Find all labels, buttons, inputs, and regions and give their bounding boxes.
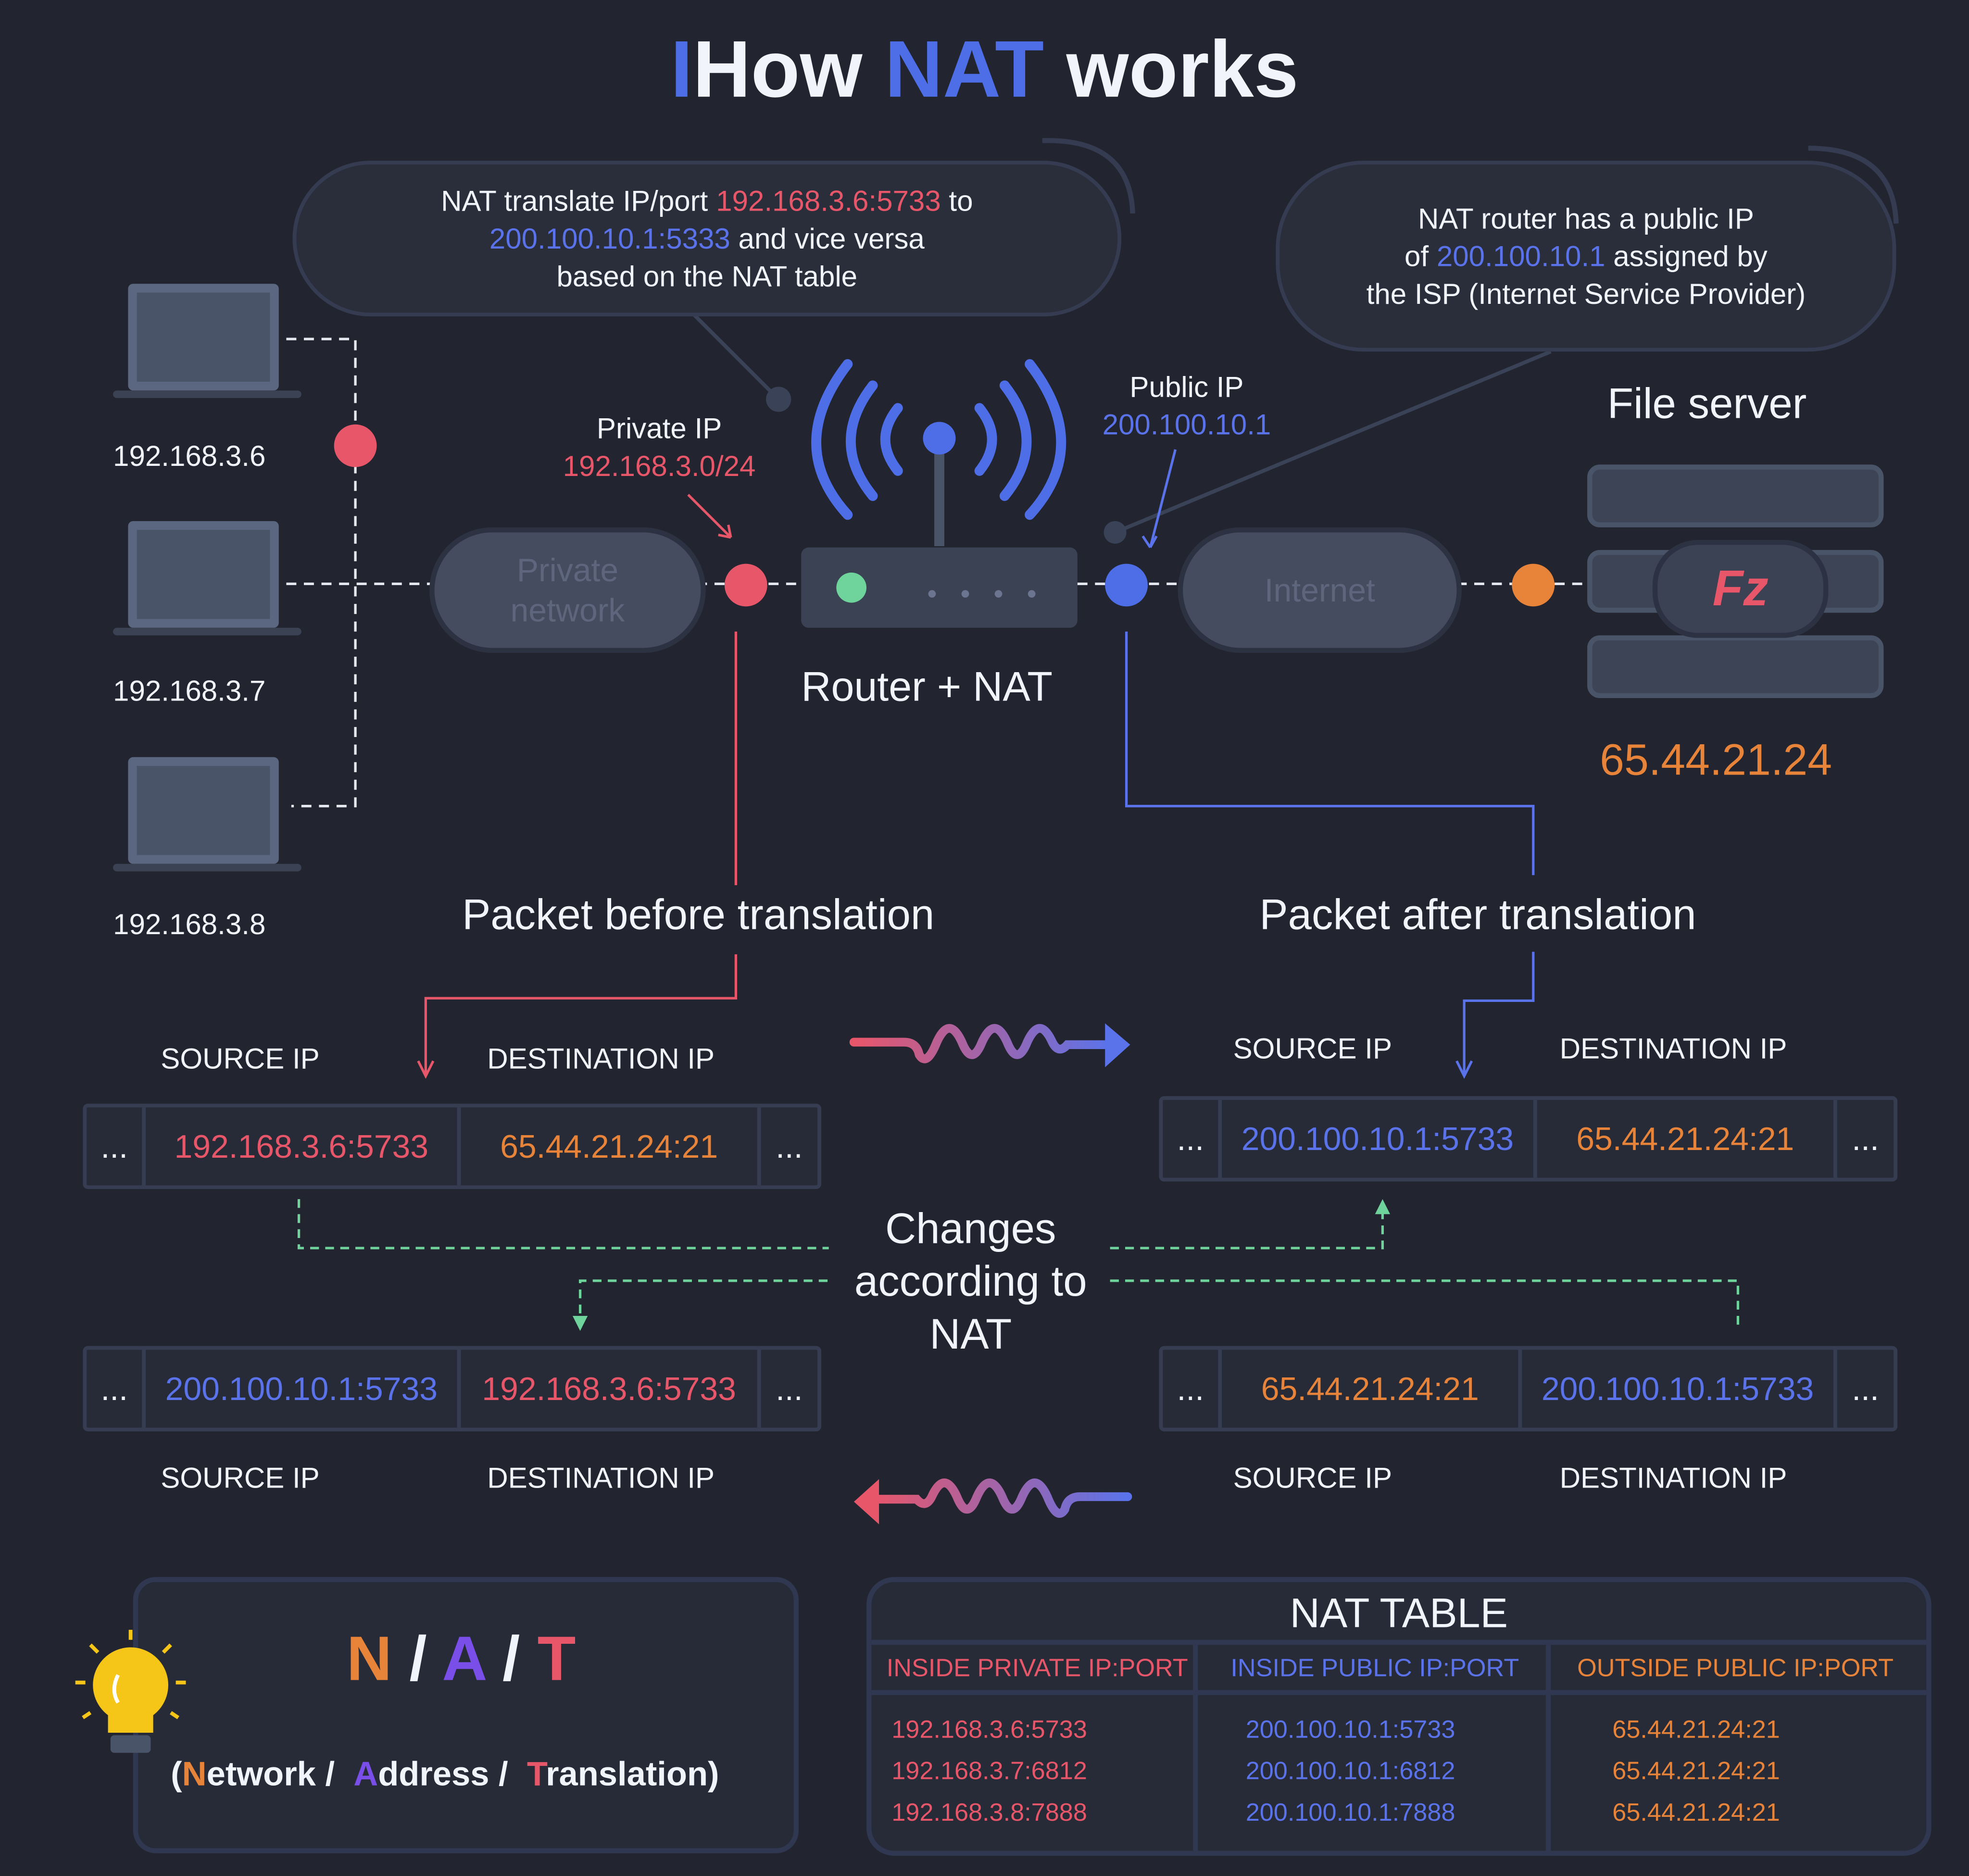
router-label: Router + NAT [801,663,1053,710]
public-ip-callout: NAT router has a public IP of 200.100.10… [1276,161,1896,352]
filezilla-logo: Fz [1652,539,1829,638]
nat-acronym-expansion: (Network / Address / Translation) [171,1755,719,1793]
inside-private-column: 192.168.3.6:5733 192.168.3.7:6812 192.168.… [891,1710,1087,1835]
column-header-inside-public: INSIDE PUBLIC IP:PORT [1230,1655,1519,1683]
source-ip-header: SOURCE IP [161,1461,320,1494]
host-laptop-3 [113,757,301,872]
packet-after-title: Packet after translation [1259,891,1696,939]
host-laptop-2 [113,521,301,636]
host-ip-label: 192.168.3.8 [113,908,266,941]
source-ip-header: SOURCE IP [161,1042,320,1075]
lightbulb-icon [75,1629,186,1753]
table-cell: 192.168.3.8:7888 [891,1799,1087,1827]
private-interface-node [724,563,767,607]
outbound-wave-arrow [849,1024,1116,1063]
router-device: ●●●● [801,547,1078,628]
source-ip-header: SOURCE IP [1233,1461,1392,1494]
title-nat: NAT [885,24,1044,114]
table-cell: 200.100.10.1:7888 [1245,1799,1455,1827]
table-cell: 192.168.3.6:5733 [891,1716,1087,1744]
destination-ip-header: DESTINATION IP [487,1042,715,1075]
title-works: works [1044,24,1299,114]
laptop-user-lock-icon [128,521,279,628]
private-network-cloud: Private network [429,527,706,653]
nat-table: NAT TABLE INSIDE PRIVATE IP:PORT INSIDE … [866,1577,1931,1856]
column-header-outside-public: OUTSIDE PUBLIC IP:PORT [1577,1655,1894,1683]
server-node [1512,563,1555,607]
table-cell: 200.100.10.1:6812 [1245,1758,1455,1786]
destination-ip-header: DESTINATION IP [1559,1461,1787,1494]
table-cell: 65.44.21.24:21 [1612,1716,1780,1744]
inbound-wave-arrow [868,1478,1132,1518]
nat-translate-callout: NAT translate IP/port 192.168.3.6:5733 t… [292,161,1122,317]
public-interface-node [1105,563,1148,607]
nat-table-title: NAT TABLE [1290,1589,1508,1636]
inside-public-column: 200.100.10.1:5733 200.100.10.1:6812 200.10… [1246,1710,1455,1835]
nat-acronym: N / A / T [346,1623,576,1694]
page-title: IHow NAT works [0,23,1969,115]
host-laptop-1 [113,284,301,398]
table-cell: 65.44.21.24:21 [1612,1799,1780,1827]
laptop-user-lock-icon [128,757,279,864]
destination-ip-header: DESTINATION IP [487,1461,715,1494]
hub-node [334,424,377,467]
file-server-icon: Fz [1587,464,1884,699]
column-header-inside-private: INSIDE PRIVATE IP:PORT [886,1655,1188,1683]
host-ip-label: 192.168.3.7 [113,674,266,707]
title-accent-bar: I [670,24,693,114]
host-bus-line [286,338,357,808]
title-how: How [692,24,885,114]
source-ip-header: SOURCE IP [1233,1032,1392,1065]
router-status-led [836,572,867,603]
destination-ip-header: DESTINATION IP [1559,1032,1787,1065]
table-cell: 200.100.10.1:5733 [1245,1716,1455,1744]
outside-public-column: 65.44.21.24:21 65.44.21.24:21 65.44.21.24:… [1612,1710,1780,1835]
table-cell: 192.168.3.7:6812 [891,1758,1087,1786]
host-ip-label: 192.168.3.6 [113,439,266,472]
wifi-antenna-icon [811,359,1066,547]
packet-before-title: Packet before translation [462,891,935,939]
nat-acronym-panel [133,1577,799,1853]
table-cell: 65.44.21.24:21 [1612,1758,1780,1786]
internet-cloud: Internet [1178,527,1462,653]
laptop-user-lock-icon [128,284,279,391]
file-server-ip: 65.44.21.24 [1600,736,1832,785]
file-server-label: File server [1607,380,1807,428]
